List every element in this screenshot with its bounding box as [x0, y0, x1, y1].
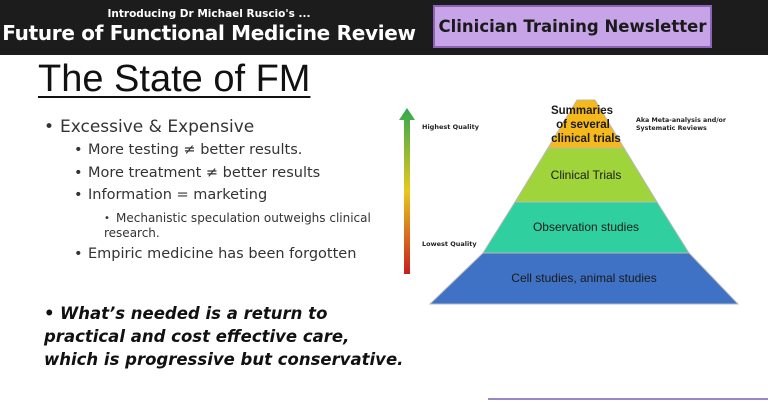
bullet-information-text: Information = marketing: [88, 187, 268, 203]
bullet-more-testing-text: More testing ≠ better results.: [88, 142, 303, 158]
aka-note-line2: Systematic Reviews: [636, 125, 707, 132]
bullet-empiric: •Empiric medicine has been forgotten: [74, 246, 357, 262]
evidence-pyramid: Summaries of several clinical trials Cli…: [428, 99, 740, 305]
bullet-excessive-text: Excessive & Expensive: [60, 117, 255, 137]
bullet-excessive: •Excessive & Expensive: [44, 117, 255, 137]
bullet-mechanistic-text: Mechanistic speculation outweighs clinic…: [104, 211, 371, 240]
aka-note: Aka Meta-analysis and/or Systematic Revi…: [636, 117, 726, 133]
tier2-text: Clinical Trials: [551, 168, 622, 182]
header-bar: Introducing Dr Michael Ruscio's ... Futu…: [0, 0, 768, 55]
bullet-more-treatment-text: More treatment ≠ better results: [88, 165, 321, 181]
header-intro: Introducing Dr Michael Ruscio's ...: [107, 8, 311, 20]
tier3-text: Observation studies: [533, 220, 639, 234]
bullet-empiric-text: Empiric medicine has been forgotten: [88, 246, 357, 262]
bullet-more-testing: •More testing ≠ better results.: [74, 142, 303, 158]
tier4-text: Cell studies, animal studies: [511, 271, 656, 285]
header-title: Future of Functional Medicine Review: [2, 21, 416, 45]
bullet-information: •Information = marketing: [74, 187, 268, 203]
newsletter-label: Clinician Training Newsletter: [438, 17, 707, 36]
needed-statement: •What’s needed is a return to practical …: [44, 304, 404, 369]
tier1-text-line2: of several: [556, 119, 610, 131]
quality-gradient-arrow-icon: [399, 108, 415, 274]
needed-statement-text: What’s needed is a return to practical a…: [44, 304, 404, 369]
tier1-text-line1: Summaries: [551, 105, 613, 117]
aka-note-line1: Aka Meta-analysis and/or: [636, 117, 726, 124]
lowest-quality-label: Lowest Quality: [422, 240, 477, 248]
bullet-mechanistic: •Mechanistic speculation outweighs clini…: [104, 211, 371, 240]
newsletter-badge[interactable]: Clinician Training Newsletter: [433, 5, 712, 48]
bottom-divider: [488, 398, 768, 400]
highest-quality-label: Highest Quality: [422, 123, 479, 131]
slide-title: The State of FM: [38, 58, 311, 100]
bullet-more-treatment: •More treatment ≠ better results: [74, 165, 321, 181]
pyramid-tier-cell-animal: [428, 252, 740, 305]
tier1-text-line3: clinical trials: [551, 133, 621, 145]
